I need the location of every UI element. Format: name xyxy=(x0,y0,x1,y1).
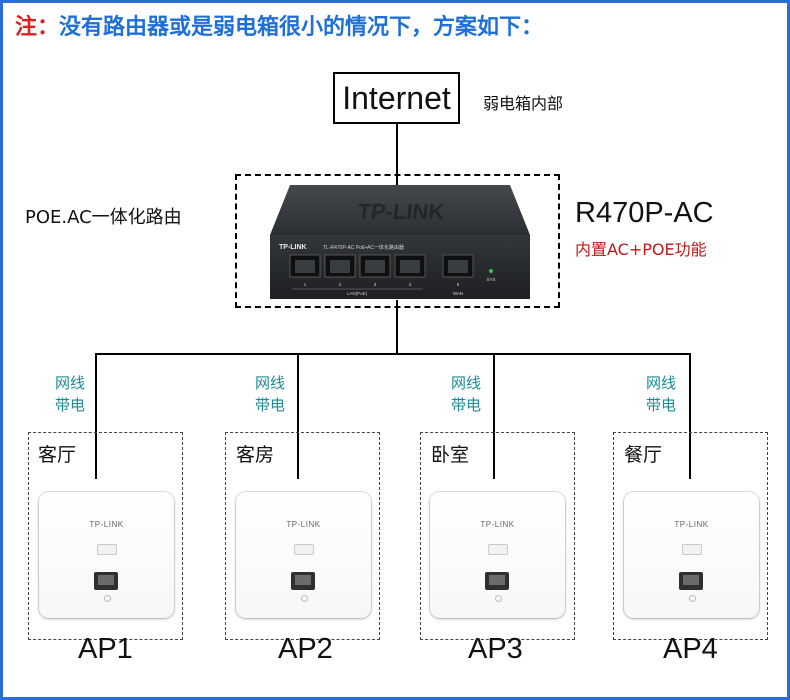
room-box-4 xyxy=(613,432,768,640)
wire-label-line1: 网线 xyxy=(54,374,85,392)
ap-reset-icon xyxy=(689,595,696,602)
wire-label-ap1: 网线带电 xyxy=(50,372,90,416)
room-box-2 xyxy=(225,432,380,640)
drop-line-ap2 xyxy=(297,353,299,479)
ap-reset-icon xyxy=(104,595,111,602)
wire-label-line2: 带电 xyxy=(450,396,481,414)
ap-led-icon xyxy=(488,544,508,555)
router-sys-label: SYS xyxy=(486,277,495,282)
port-number: 3 xyxy=(374,282,377,287)
ap-brand: TP-LINK xyxy=(89,520,124,529)
room-label-3: 卧室 xyxy=(431,444,470,466)
room-box-1 xyxy=(28,432,183,640)
ap-port-icon xyxy=(94,572,118,590)
wire-label-line2: 带电 xyxy=(645,396,676,414)
room-label-4: 餐厅 xyxy=(624,444,663,466)
ap-led-icon xyxy=(294,544,314,555)
ap-port-icon xyxy=(485,572,509,590)
wire-label-ap2: 网线带电 xyxy=(250,372,290,416)
router-front-brand: TP-LINK xyxy=(279,244,307,251)
wire-label-line2: 带电 xyxy=(254,396,285,414)
wire-label-line2: 带电 xyxy=(54,396,85,414)
port-number: 5 xyxy=(457,282,460,287)
note-prefix: 注： xyxy=(15,15,60,40)
ap-reset-icon xyxy=(495,595,502,602)
ap-device-2: TP-LINK xyxy=(236,492,371,618)
router-left-label: POE.AC一体化路由 xyxy=(25,207,182,228)
room-label-1: 客厅 xyxy=(38,444,77,466)
ap-led-icon xyxy=(97,544,117,555)
router-feature: 内置AC+POE功能 xyxy=(575,240,707,259)
ap-label-3: AP3 xyxy=(468,633,523,665)
port-number: 1 xyxy=(304,282,307,287)
port-number: 4 xyxy=(409,282,412,287)
ap-device-3: TP-LINK xyxy=(430,492,565,618)
router-wan-label: WAN xyxy=(453,291,463,296)
router-model: R470P-AC xyxy=(575,197,714,229)
ap-brand: TP-LINK xyxy=(480,520,515,529)
wire-label-line1: 网线 xyxy=(450,374,481,392)
internet-annotation: 弱电箱内部 xyxy=(483,94,564,113)
router-lan-label: LAN(PoE) xyxy=(347,291,368,296)
ap-port-icon xyxy=(291,572,315,590)
ap-brand: TP-LINK xyxy=(286,520,321,529)
wire-label-line1: 网线 xyxy=(254,374,285,392)
router-front-text: TL-R470P-AC PoE•AC一体化路由器 xyxy=(323,244,404,251)
note-heading: 注：没有路由器或是弱电箱很小的情况下，方案如下： xyxy=(15,9,543,41)
internet-box: Internet xyxy=(333,72,460,124)
ap-brand: TP-LINK xyxy=(674,520,709,529)
ap-port-icon xyxy=(679,572,703,590)
drop-line-ap1 xyxy=(95,353,97,479)
router-top-brand: TP-LINK xyxy=(356,199,445,224)
wire-label-ap4: 网线带电 xyxy=(641,372,681,416)
ap-reset-icon xyxy=(301,595,308,602)
note-text: 没有路由器或是弱电箱很小的情况下，方案如下： xyxy=(59,15,544,40)
drop-line-ap4 xyxy=(689,353,691,479)
ap-label-4: AP4 xyxy=(663,633,718,665)
drop-line-ap3 xyxy=(493,353,495,479)
ap-device-4: TP-LINK xyxy=(624,492,759,618)
router-ports xyxy=(289,254,474,278)
sys-led xyxy=(489,269,493,273)
room-box-3 xyxy=(420,432,575,640)
room-label-2: 客房 xyxy=(236,444,275,466)
wire-label-line1: 网线 xyxy=(645,374,676,392)
ap-device-1: TP-LINK xyxy=(39,492,174,618)
ap-led-icon xyxy=(682,544,702,555)
port-number: 2 xyxy=(339,282,342,287)
wire-label-ap3: 网线带电 xyxy=(446,372,486,416)
distribution-bus xyxy=(95,353,691,355)
ap-label-2: AP2 xyxy=(278,633,333,665)
connector-router-bus xyxy=(396,300,398,355)
ap-label-1: AP1 xyxy=(78,633,133,665)
router-device: TP-LINK TP-LINK TL-R470P-AC PoE•AC一体化路由器… xyxy=(270,185,530,299)
connector-internet-router xyxy=(396,124,398,186)
